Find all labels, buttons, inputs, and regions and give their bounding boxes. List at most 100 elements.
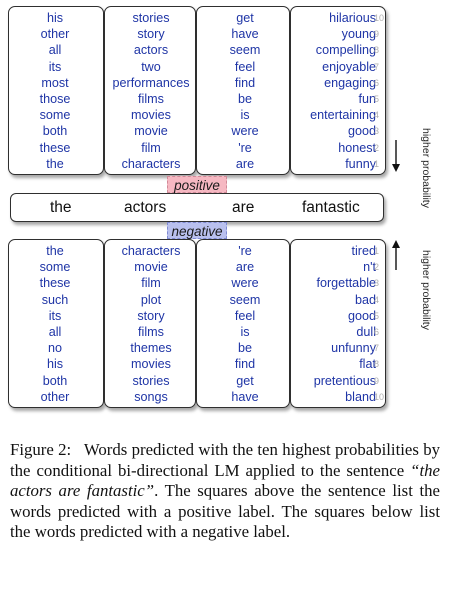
positive-word: movies [131, 108, 171, 123]
negative-word: movies [131, 357, 171, 372]
positive-word: film [141, 140, 161, 155]
negative-word: characters [121, 244, 181, 258]
negative-column-box [104, 239, 196, 408]
negative-word: tired [351, 244, 377, 258]
negative-word: feel [234, 308, 256, 323]
negative-word: film [141, 276, 161, 291]
caption-sentence-quote: “the actors are fantastic” [10, 460, 440, 501]
caption-label: Figure 2: [10, 440, 72, 459]
negative-word: are [235, 260, 255, 275]
negative-word: songs [134, 389, 168, 404]
positive-word: find [234, 75, 256, 90]
positive-word: the [46, 156, 64, 171]
negative-word: bland [345, 389, 376, 404]
positive-word: be [237, 92, 252, 106]
positive-word: engaging [324, 75, 376, 90]
negative-word: is [240, 325, 250, 339]
negative-rank: 10 [374, 391, 385, 402]
negative-rank: 5 [374, 310, 380, 321]
negative-rank: 4 [374, 294, 380, 305]
negative-word: be [237, 341, 252, 356]
positive-word: some [39, 108, 71, 123]
negative-word: flat [359, 357, 376, 372]
negative-rank: 7 [374, 343, 380, 354]
negative-word: seem [229, 292, 261, 307]
positive-rank: 3 [374, 126, 380, 137]
positive-word: enjoyable [322, 59, 376, 74]
positive-word: its [48, 59, 62, 74]
caption-text-before: Words predicted with the ten highest pro… [10, 440, 440, 480]
positive-word: fun [358, 92, 376, 106]
positive-rank: 9 [374, 29, 380, 40]
down-arrow-icon [392, 140, 400, 172]
negative-rank: 8 [374, 359, 380, 370]
negative-word: such [41, 292, 69, 307]
figure-caption: Figure 2: Words predicted with the ten h… [10, 440, 440, 543]
negative-word: get [236, 373, 254, 388]
positive-word: films [138, 92, 164, 106]
positive-column-box [290, 6, 386, 175]
positive-rank: 10 [374, 13, 385, 23]
positive-word: two [141, 59, 161, 74]
negative-word: forgettable [316, 276, 376, 291]
positive-rank: 8 [374, 45, 380, 56]
positive-axis-label: higher probability [420, 128, 432, 208]
negative-word: plot [140, 292, 162, 307]
positive-word: performances [112, 75, 190, 90]
sentence-word: are [232, 199, 255, 216]
negative-rank: 2 [374, 262, 380, 273]
positive-label: positive [167, 176, 227, 193]
negative-word: pretentious [313, 373, 376, 388]
positive-rank: 2 [374, 142, 380, 153]
positive-word: get [236, 11, 254, 25]
positive-word: young [341, 27, 376, 42]
positive-word: actors [133, 43, 169, 58]
negative-word: these [39, 276, 71, 291]
positive-word: story [137, 27, 165, 42]
positive-rank: 1 [374, 158, 380, 169]
negative-label: negative [167, 222, 227, 239]
positive-word: are [235, 156, 255, 171]
positive-word: were [231, 124, 259, 139]
negative-word: n't [363, 260, 376, 275]
negative-word: were [231, 276, 259, 291]
positive-column-box [104, 6, 196, 175]
negative-word: no [47, 341, 62, 356]
negative-word: dull [356, 325, 376, 339]
positive-rank: 4 [374, 110, 380, 121]
negative-word: bad [354, 292, 376, 307]
negative-column-box [196, 239, 290, 408]
sentence-word: actors [124, 199, 167, 216]
positive-word: other [40, 27, 70, 42]
negative-column-box [290, 239, 386, 408]
negative-word: films [138, 325, 164, 339]
positive-word: feel [234, 59, 256, 74]
negative-word: have [231, 389, 259, 404]
positive-word: honest [338, 140, 376, 155]
positive-word: both [42, 124, 68, 139]
positive-word: all [48, 43, 62, 58]
positive-word: seem [229, 43, 261, 58]
positive-rank: 6 [374, 77, 380, 88]
sentence-word: the [50, 199, 72, 216]
positive-word: hilarious [329, 11, 376, 25]
positive-word: his [46, 11, 64, 25]
negative-word: unfunny [331, 341, 376, 356]
positive-rank: 7 [374, 61, 380, 72]
positive-word: most [41, 75, 69, 90]
positive-word: characters [121, 156, 181, 171]
negative-rank: 9 [374, 375, 380, 386]
negative-rank: 6 [374, 327, 380, 337]
positive-word: those [39, 92, 71, 106]
negative-word: find [234, 357, 256, 372]
positive-column-box [8, 6, 104, 175]
positive-word: 're [238, 140, 252, 155]
negative-rank: 1 [374, 246, 380, 256]
negative-word: story [137, 308, 165, 323]
negative-word: good [347, 308, 376, 323]
negative-word: themes [130, 341, 172, 356]
sentence-box [10, 193, 384, 222]
up-arrow-icon [392, 240, 400, 270]
positive-word: good [347, 124, 376, 139]
caption-text-after: . The squares above the sentence list th… [10, 481, 440, 542]
